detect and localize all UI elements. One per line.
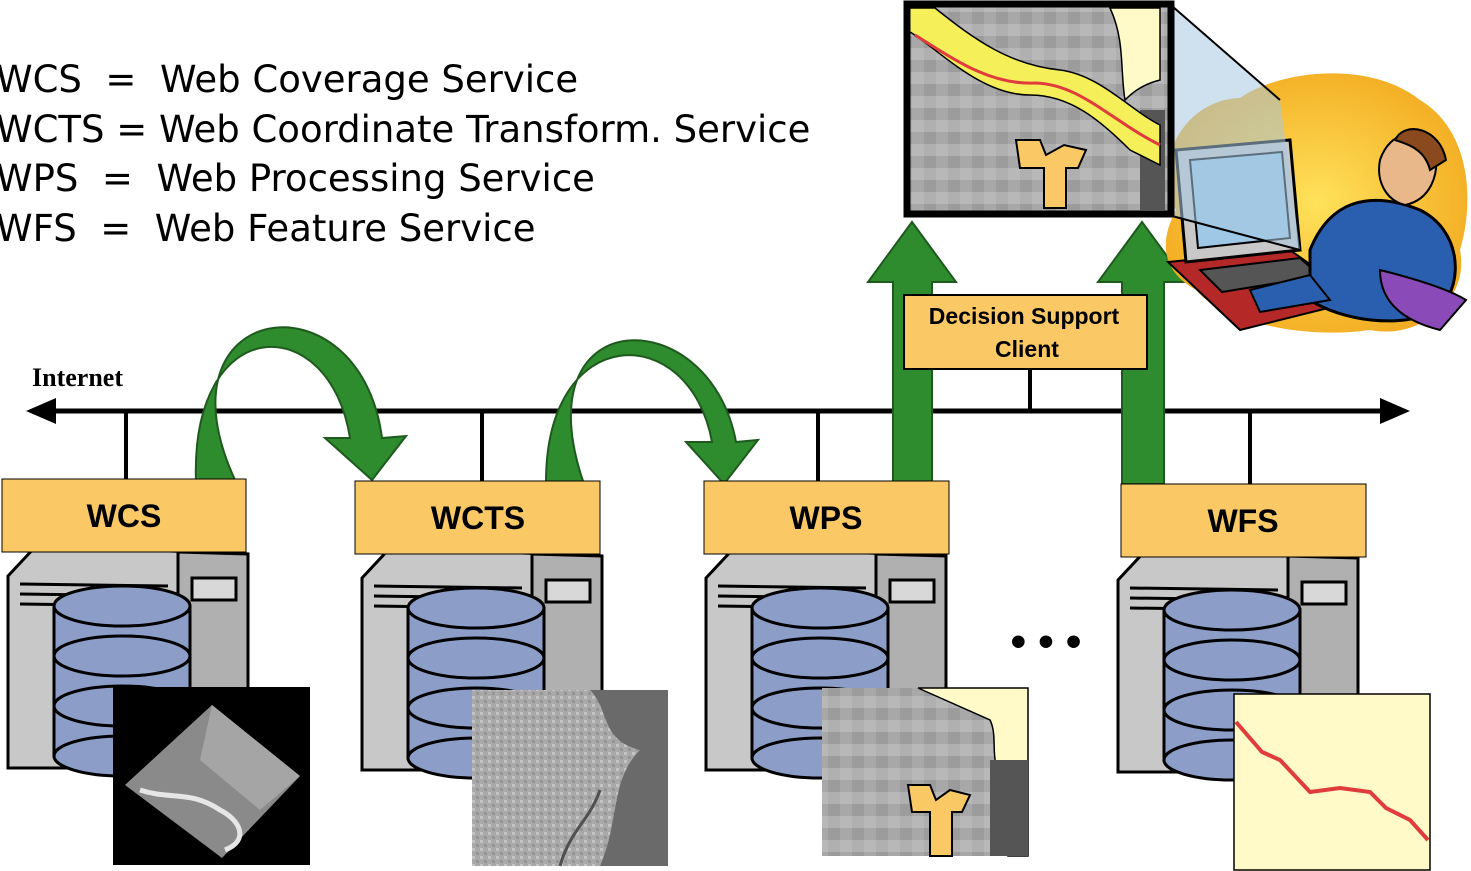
zoom-cone bbox=[1172, 6, 1300, 250]
zoomed-map-view bbox=[903, 0, 1175, 218]
client-label-line2: Client bbox=[995, 336, 1059, 362]
thumbnail-wcts bbox=[472, 690, 668, 867]
service-label-wcs: WCS bbox=[87, 498, 162, 534]
service-box-wps bbox=[703, 480, 950, 555]
ellipsis: • • • bbox=[1011, 617, 1082, 666]
service-box-wcts bbox=[354, 480, 601, 555]
thumbnail-wfs bbox=[1233, 693, 1431, 871]
service-box-wfs bbox=[1120, 483, 1367, 558]
building-icon bbox=[906, 784, 972, 857]
service-box-wcs bbox=[1, 478, 247, 553]
thumbnail-wcs bbox=[113, 687, 310, 865]
service-label-wcts: WCTS bbox=[431, 500, 525, 536]
legend: WCS = Web Coverage Service WCTS = Web Co… bbox=[0, 55, 810, 253]
internet-label: Internet bbox=[32, 363, 123, 392]
curved-arrow-wcs-to-wcts bbox=[194, 326, 409, 483]
legend-row-wfs: WFS = Web Feature Service bbox=[0, 206, 536, 250]
service-label-wps: WPS bbox=[790, 500, 863, 536]
curved-arrow-wcts-to-wps bbox=[544, 339, 761, 486]
client-label-line1: Decision Support bbox=[929, 303, 1120, 329]
legend-row-wcts: WCTS = Web Coordinate Transform. Service bbox=[0, 107, 811, 151]
service-label-wfs: WFS bbox=[1207, 503, 1278, 539]
legend-row-wcs: WCS = Web Coverage Service bbox=[0, 58, 579, 101]
legend-row-wps: WPS = Web Processing Service bbox=[0, 157, 595, 200]
thumbnail-wps bbox=[822, 687, 1029, 857]
decision-support-client-box bbox=[903, 294, 1148, 370]
